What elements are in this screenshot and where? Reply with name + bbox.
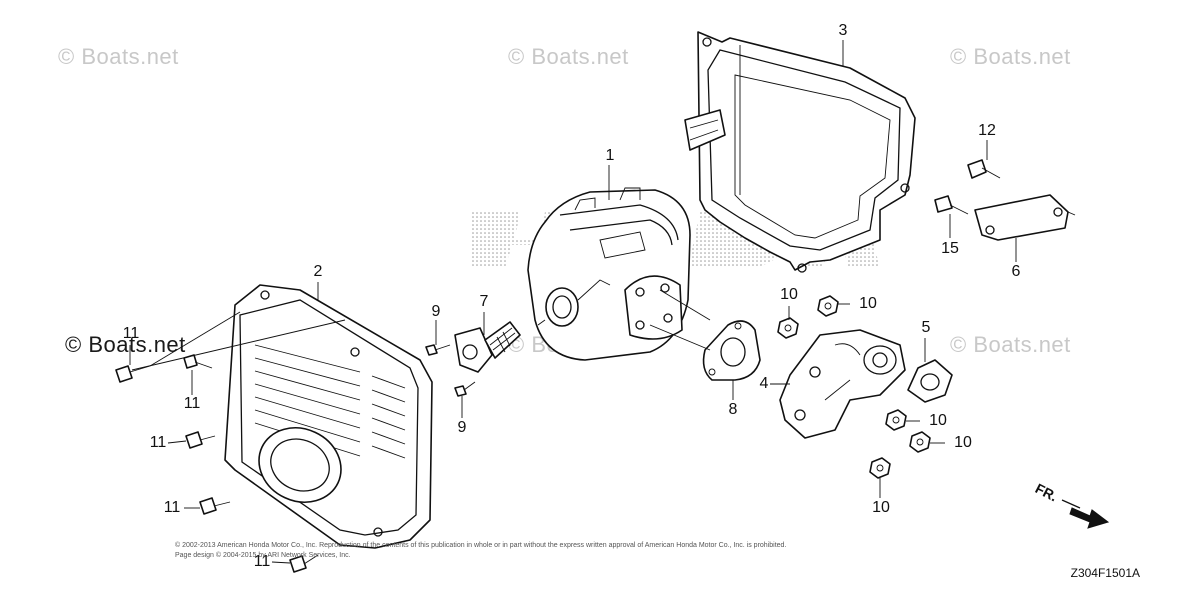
callout-10-d: 10 <box>954 434 972 451</box>
callout-1: 1 <box>605 147 615 164</box>
copyright-line-2: Page design © 2004-2015 by ARI Network S… <box>175 552 351 559</box>
callout-10-a: 10 <box>780 286 798 303</box>
part-7-spark-arrester <box>454 321 521 373</box>
callout-9-bottom: 9 <box>457 419 467 436</box>
part-1-muffler <box>527 187 691 361</box>
callout-11-c: 11 <box>149 434 167 451</box>
watermark-top-center: © Boats.net <box>508 44 629 69</box>
callout-4: 4 <box>759 375 769 392</box>
callout-9-top: 9 <box>431 303 441 320</box>
callout-10-c: 10 <box>929 412 947 429</box>
copyright-line-1: © 2002-2013 American Honda Motor Co., In… <box>175 542 787 549</box>
callout-11-a: 11 <box>122 325 140 342</box>
watermark-top-left: © Boats.net <box>58 44 179 69</box>
callout-8: 8 <box>728 401 738 418</box>
fasteners <box>115 159 1001 573</box>
part-8-gasket <box>702 320 761 381</box>
callout-12: 12 <box>978 122 996 139</box>
callout-7: 7 <box>479 293 489 310</box>
part-2-muffler-cover <box>224 284 433 549</box>
callout-10-b: 10 <box>859 295 877 312</box>
watermark-mid-right: © Boats.net <box>950 332 1071 357</box>
callout-6: 6 <box>1011 263 1021 280</box>
part-4-exhaust-pipe <box>779 329 906 439</box>
callout-11-d: 11 <box>163 499 181 516</box>
watermark-top-right: © Boats.net <box>950 44 1071 69</box>
callout-3: 3 <box>838 22 848 39</box>
part-6-bracket <box>974 194 1076 241</box>
callout-11-b: 11 <box>183 395 201 412</box>
callout-10-e: 10 <box>872 499 890 516</box>
diagram-code: Z304F1501A <box>1070 566 1140 580</box>
callout-5: 5 <box>921 319 931 336</box>
callout-11-e: 11 <box>253 553 271 570</box>
callout-15: 15 <box>941 240 959 257</box>
watermark-mid-left: © Boats.net <box>65 332 186 357</box>
part-5-gasket <box>907 359 953 403</box>
callout-2: 2 <box>313 263 323 280</box>
front-direction-arrow <box>1061 499 1110 529</box>
leader-lines <box>129 40 1017 564</box>
part-3-muffler-protector <box>684 31 916 273</box>
